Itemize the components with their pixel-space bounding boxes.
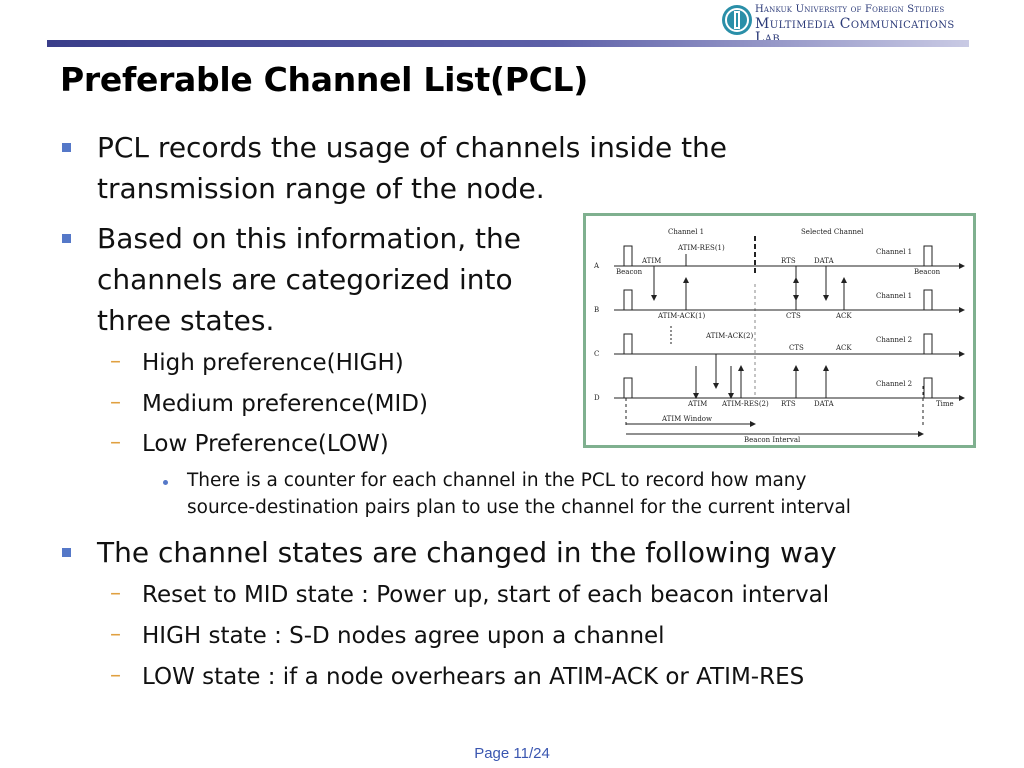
row-a-rts: RTS — [781, 257, 796, 265]
row-a-channel: Channel 1 — [876, 248, 912, 256]
row-d-atim: ATIM — [687, 400, 707, 408]
sub-sub-bullet-line-2: source-destination pairs plan to use the… — [187, 497, 851, 518]
row-d-time: Time — [936, 400, 954, 408]
timing-diagram: Channel 1 Selected Channel A Beacon Beac… — [583, 213, 976, 448]
bullet-2-line-2: channels are categorized into — [97, 263, 513, 296]
row-a-atim: ATIM — [641, 257, 661, 265]
row-c-channel: Channel 2 — [876, 336, 912, 344]
university-emblem-icon — [722, 5, 752, 35]
slide-title: Preferable Channel List(PCL) — [60, 60, 589, 99]
row-b-atim-ack: ATIM-ACK(1) — [657, 312, 705, 320]
sub-bullet-high: High preference(HIGH) — [142, 350, 404, 376]
bullet-2-line-1: Based on this information, the — [97, 222, 521, 255]
dash-bullet-icon: – — [110, 663, 121, 688]
square-bullet-icon — [62, 548, 71, 557]
row-d-rts: RTS — [781, 400, 796, 408]
beacon-interval-label: Beacon Interval — [744, 436, 801, 444]
row-a-label: A — [593, 262, 600, 270]
row-c-label: C — [594, 350, 599, 358]
square-bullet-icon — [62, 143, 71, 152]
dash-bullet-icon: – — [110, 430, 121, 455]
bullet-2-line-3: three states. — [97, 304, 275, 337]
sub-bullet-high-state: HIGH state : S-D nodes agree upon a chan… — [142, 623, 665, 649]
row-b-cts: CTS — [786, 312, 801, 320]
row-a-beacon-right: Beacon — [914, 268, 941, 276]
row-a-beacon-left: Beacon — [616, 268, 643, 276]
logo-text: Hankuk University of Foreign Studies Mul… — [755, 3, 971, 45]
page-number: Page 11/24 — [474, 745, 550, 762]
dash-bullet-icon: – — [110, 390, 121, 415]
header-selected-channel: Selected Channel — [801, 228, 864, 236]
square-bullet-icon — [62, 234, 71, 243]
row-c-ack: ACK — [835, 344, 852, 352]
row-c-cts: CTS — [789, 344, 804, 352]
dot-bullet-icon — [163, 480, 168, 485]
dash-bullet-icon: – — [110, 581, 121, 606]
sub-bullet-reset: Reset to MID state : Power up, start of … — [142, 582, 830, 608]
bullet-1-line-1: PCL records the usage of channels inside… — [97, 131, 728, 164]
sub-bullet-mid: Medium preference(MID) — [142, 391, 428, 417]
sub-sub-bullet-line-1: There is a counter for each channel in t… — [187, 470, 807, 491]
row-a-atim-res: ATIM-RES(1) — [677, 244, 725, 252]
header-bar — [47, 40, 969, 47]
lab-logo: Hankuk University of Foreign Studies Mul… — [721, 3, 971, 45]
header-channel-1: Channel 1 — [668, 228, 704, 236]
dash-bullet-icon: – — [110, 349, 121, 374]
row-d-label: D — [594, 394, 600, 402]
dash-bullet-icon: – — [110, 622, 121, 647]
sub-bullet-low-state: LOW state : if a node overhears an ATIM-… — [142, 664, 805, 690]
bullet-1-line-2: transmission range of the node. — [97, 172, 545, 205]
row-d-data: DATA — [814, 400, 835, 408]
row-d-channel: Channel 2 — [876, 380, 912, 388]
sub-bullet-low: Low Preference(LOW) — [142, 431, 389, 457]
row-b-channel: Channel 1 — [876, 292, 912, 300]
row-b-label: B — [594, 306, 599, 314]
row-c-atim-ack: ATIM-ACK(2) — [705, 332, 753, 340]
atim-window-label: ATIM Window — [661, 415, 712, 423]
logo-university: Hankuk University of Foreign Studies — [755, 4, 945, 15]
row-a-data: DATA — [814, 257, 835, 265]
row-d-atim-res: ATIM-RES(2) — [721, 400, 769, 408]
row-b-ack: ACK — [835, 312, 852, 320]
bullet-3: The channel states are changed in the fo… — [97, 536, 837, 569]
